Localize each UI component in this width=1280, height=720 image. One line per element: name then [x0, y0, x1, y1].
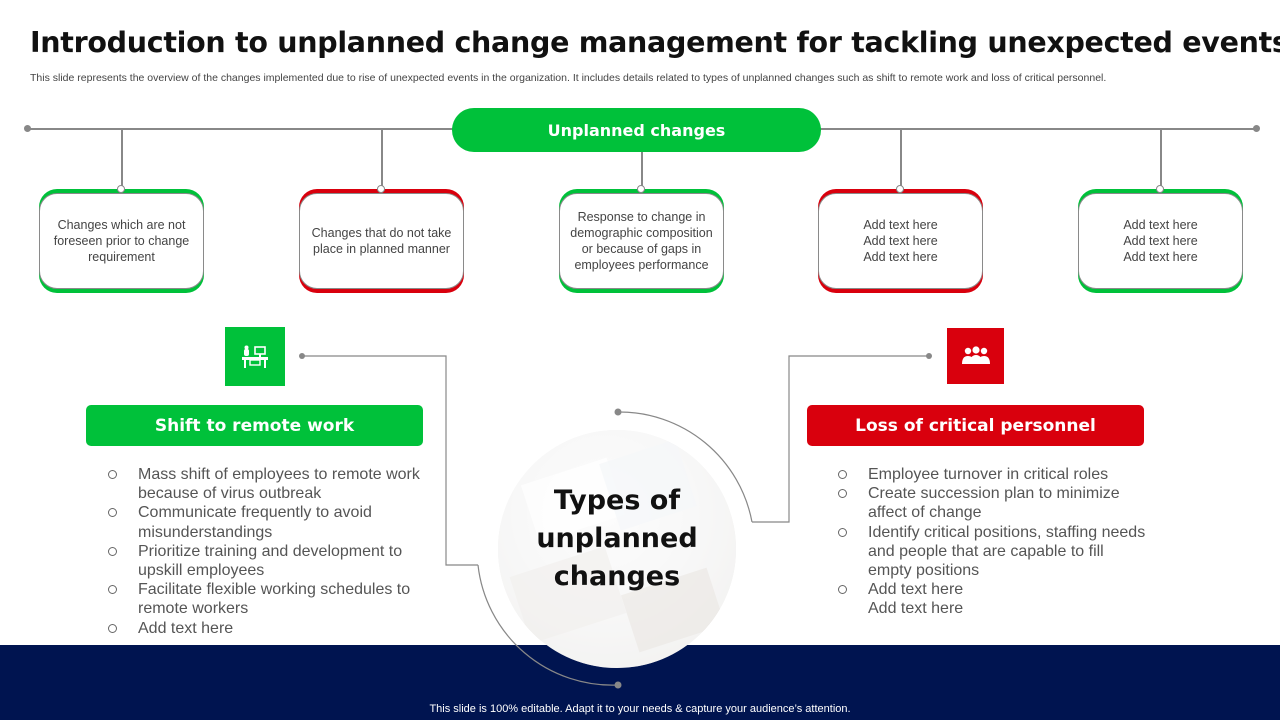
list-item: Prioritize training and development to u… — [108, 542, 428, 580]
definition-card-5: Add text here Add text here Add text her… — [1078, 189, 1243, 293]
list-item: Employee turnover in critical roles — [838, 465, 1148, 484]
critical-personnel-heading: Loss of critical personnel — [807, 405, 1144, 446]
bullet-marker — [838, 489, 847, 499]
center-circle-title: Types of unplanned changes — [536, 485, 698, 592]
card-connector-2 — [381, 129, 383, 189]
personnel-icon-box — [947, 328, 1004, 384]
bullet-marker — [838, 527, 847, 537]
card-connector-dot-4 — [896, 185, 904, 193]
lower-arc-dot — [614, 681, 622, 689]
bullet-marker — [108, 585, 117, 595]
center-circle: Types of unplanned changes — [498, 430, 736, 668]
remote-work-icon-box — [225, 327, 285, 386]
slide-subtitle: This slide represents the overview of th… — [30, 72, 1107, 84]
slide-title: Introduction to unplanned change managem… — [30, 26, 1280, 59]
card-connector-1 — [121, 129, 123, 189]
people-group-icon — [961, 346, 990, 364]
upper-arc-dot — [614, 408, 622, 416]
bullet-marker — [108, 623, 117, 633]
bullet-marker — [838, 470, 847, 479]
card-connector-dot-1 — [117, 185, 125, 193]
card-connector-dot-5 — [1156, 185, 1164, 193]
definition-card-4: Add text here Add text here Add text her… — [818, 189, 983, 293]
card-text: Changes that do not take place in planne… — [311, 226, 452, 256]
desk-workstation-icon — [242, 345, 268, 368]
list-item: Identify critical positions, staffing ne… — [838, 523, 1148, 581]
definition-card-1: Changes which are not foreseen prior to … — [39, 189, 204, 293]
card-text: Changes which are not foreseen prior to … — [53, 218, 190, 264]
card-connector-5 — [1160, 129, 1162, 189]
left-connector-line — [302, 355, 478, 566]
list-item: Mass shift of employees to remote work b… — [108, 465, 428, 503]
remote-work-bullet-list: Mass shift of employees to remote work b… — [108, 465, 428, 638]
list-item: Add text here — [838, 580, 1148, 599]
bullet-marker — [108, 470, 117, 479]
connector-end-dot-left — [24, 125, 31, 132]
card-connector-3 — [641, 150, 643, 189]
connector-end-dot-right — [1253, 125, 1260, 132]
critical-personnel-bullet-list: Employee turnover in critical roles Crea… — [838, 465, 1148, 619]
card-connector-dot-3 — [637, 185, 645, 193]
card-text: Add text here Add text here Add text her… — [863, 218, 938, 264]
bullet-marker — [108, 546, 117, 556]
card-connector-4 — [900, 129, 902, 189]
card-text: Response to change in demographic compos… — [570, 210, 713, 272]
bullet-marker — [838, 585, 847, 595]
unplanned-changes-pill: Unplanned changes — [452, 108, 821, 152]
right-connector-line — [752, 355, 929, 523]
bullet-marker — [108, 508, 117, 518]
list-item: Add text here — [868, 600, 964, 618]
definition-card-3: Response to change in demographic compos… — [559, 189, 724, 293]
list-item: Add text here — [108, 619, 428, 638]
card-connector-dot-2 — [377, 185, 385, 193]
list-item: Facilitate flexible working schedules to… — [108, 580, 428, 618]
list-item: Communicate frequently to avoid misunder… — [108, 503, 428, 541]
card-text: Add text here Add text here Add text her… — [1123, 218, 1198, 264]
list-item: Create succession plan to minimize affec… — [838, 484, 1148, 522]
definition-card-2: Changes that do not take place in planne… — [299, 189, 464, 293]
remote-work-heading: Shift to remote work — [86, 405, 423, 446]
footer-text: This slide is 100% editable. Adapt it to… — [429, 703, 851, 715]
